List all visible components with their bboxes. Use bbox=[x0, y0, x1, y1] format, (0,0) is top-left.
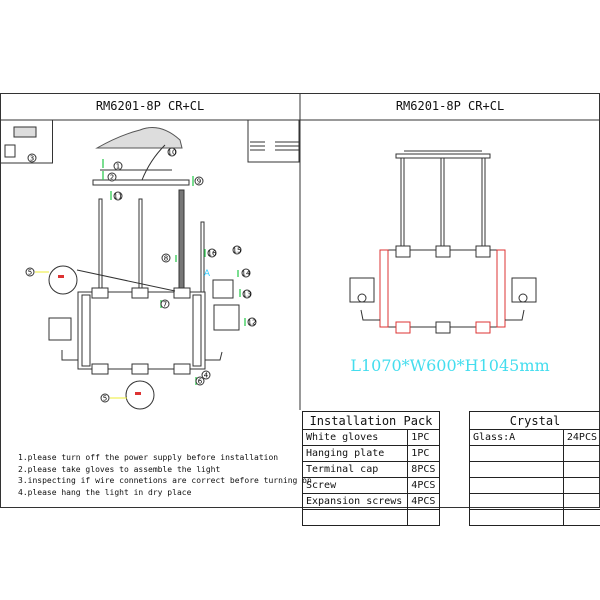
item-qty: 1PC bbox=[407, 445, 440, 462]
table-row bbox=[469, 461, 600, 478]
note-1: 1.please turn off the power supply befor… bbox=[18, 453, 279, 462]
item-name bbox=[301, 509, 409, 526]
item-qty: 4PCS bbox=[407, 477, 440, 494]
canopy-plate bbox=[92, 179, 190, 186]
item-name: Terminal cap bbox=[301, 461, 409, 478]
wire-icon bbox=[250, 141, 299, 151]
dimensions-label: L1070*W600*H1045mm bbox=[350, 356, 550, 375]
callout-5: 5 bbox=[28, 269, 32, 277]
table-row bbox=[301, 509, 440, 526]
left-title: RM6201-8P CR+CL bbox=[95, 99, 205, 113]
switch-icon bbox=[13, 126, 37, 138]
table-row bbox=[469, 493, 600, 510]
callout-labels: 1 2 3 4 5 6 7 8 9 10 11 12 13 14 15 16 5… bbox=[28, 149, 257, 403]
wire-detail-bottom bbox=[125, 380, 155, 410]
assembled-chandelier bbox=[349, 150, 537, 334]
rods bbox=[98, 189, 205, 293]
callout-7: 7 bbox=[163, 301, 167, 309]
callout-2: 2 bbox=[110, 174, 114, 182]
callout-5-bottom: 5 bbox=[103, 395, 107, 403]
wire-detail-top bbox=[48, 265, 78, 295]
callout-16: 16 bbox=[208, 250, 217, 258]
crystal-qty: 24PCS bbox=[562, 429, 600, 446]
callout-10: 10 bbox=[168, 149, 177, 157]
callout-14: 14 bbox=[242, 270, 251, 278]
item-name: White gloves bbox=[301, 429, 409, 446]
item-qty: 4PCS bbox=[407, 493, 440, 510]
installation-pack-header: Installation Pack bbox=[302, 411, 440, 430]
callout-6: 6 bbox=[198, 378, 203, 386]
wire-inset bbox=[247, 119, 300, 163]
table-row bbox=[469, 445, 600, 462]
note-3: 3.inspecting if wire connetions are corr… bbox=[18, 476, 312, 485]
callout-15: 15 bbox=[233, 247, 242, 255]
bulb-label: A bbox=[204, 269, 211, 279]
note-2: 2.please take gloves to assemble the lig… bbox=[18, 464, 221, 474]
callout-11: 11 bbox=[114, 193, 123, 201]
installation-notes: 1.please turn off the power supply befor… bbox=[18, 452, 312, 498]
breaker-icon bbox=[4, 144, 16, 158]
callout-4: 4 bbox=[204, 372, 209, 380]
callout-8: 8 bbox=[164, 255, 168, 263]
table-row bbox=[469, 509, 600, 526]
callout-1: 1 bbox=[116, 163, 120, 171]
item-name: Hanging plate bbox=[301, 445, 409, 462]
switch-inset bbox=[0, 119, 53, 164]
item-name: Screw bbox=[301, 477, 409, 494]
callout-3: 3 bbox=[30, 155, 34, 163]
callout-12: 12 bbox=[248, 319, 257, 327]
right-title: RM6201-8P CR+CL bbox=[395, 99, 505, 113]
item-qty bbox=[407, 509, 440, 526]
callout-13: 13 bbox=[243, 291, 252, 299]
crystal-header: Crystal bbox=[469, 411, 600, 430]
green-arrows bbox=[102, 159, 246, 385]
callout-9: 9 bbox=[197, 178, 201, 186]
item-name: Expansion screws bbox=[301, 493, 409, 510]
note-4: 4.please hang the light in dry place bbox=[18, 487, 192, 497]
ceiling-icon bbox=[95, 127, 183, 149]
crystal-name: Glass:A bbox=[469, 429, 564, 446]
item-qty: 1PC bbox=[407, 429, 440, 446]
chandelier-frame bbox=[48, 279, 240, 375]
item-qty: 8PCS bbox=[407, 461, 440, 478]
table-row bbox=[469, 477, 600, 494]
